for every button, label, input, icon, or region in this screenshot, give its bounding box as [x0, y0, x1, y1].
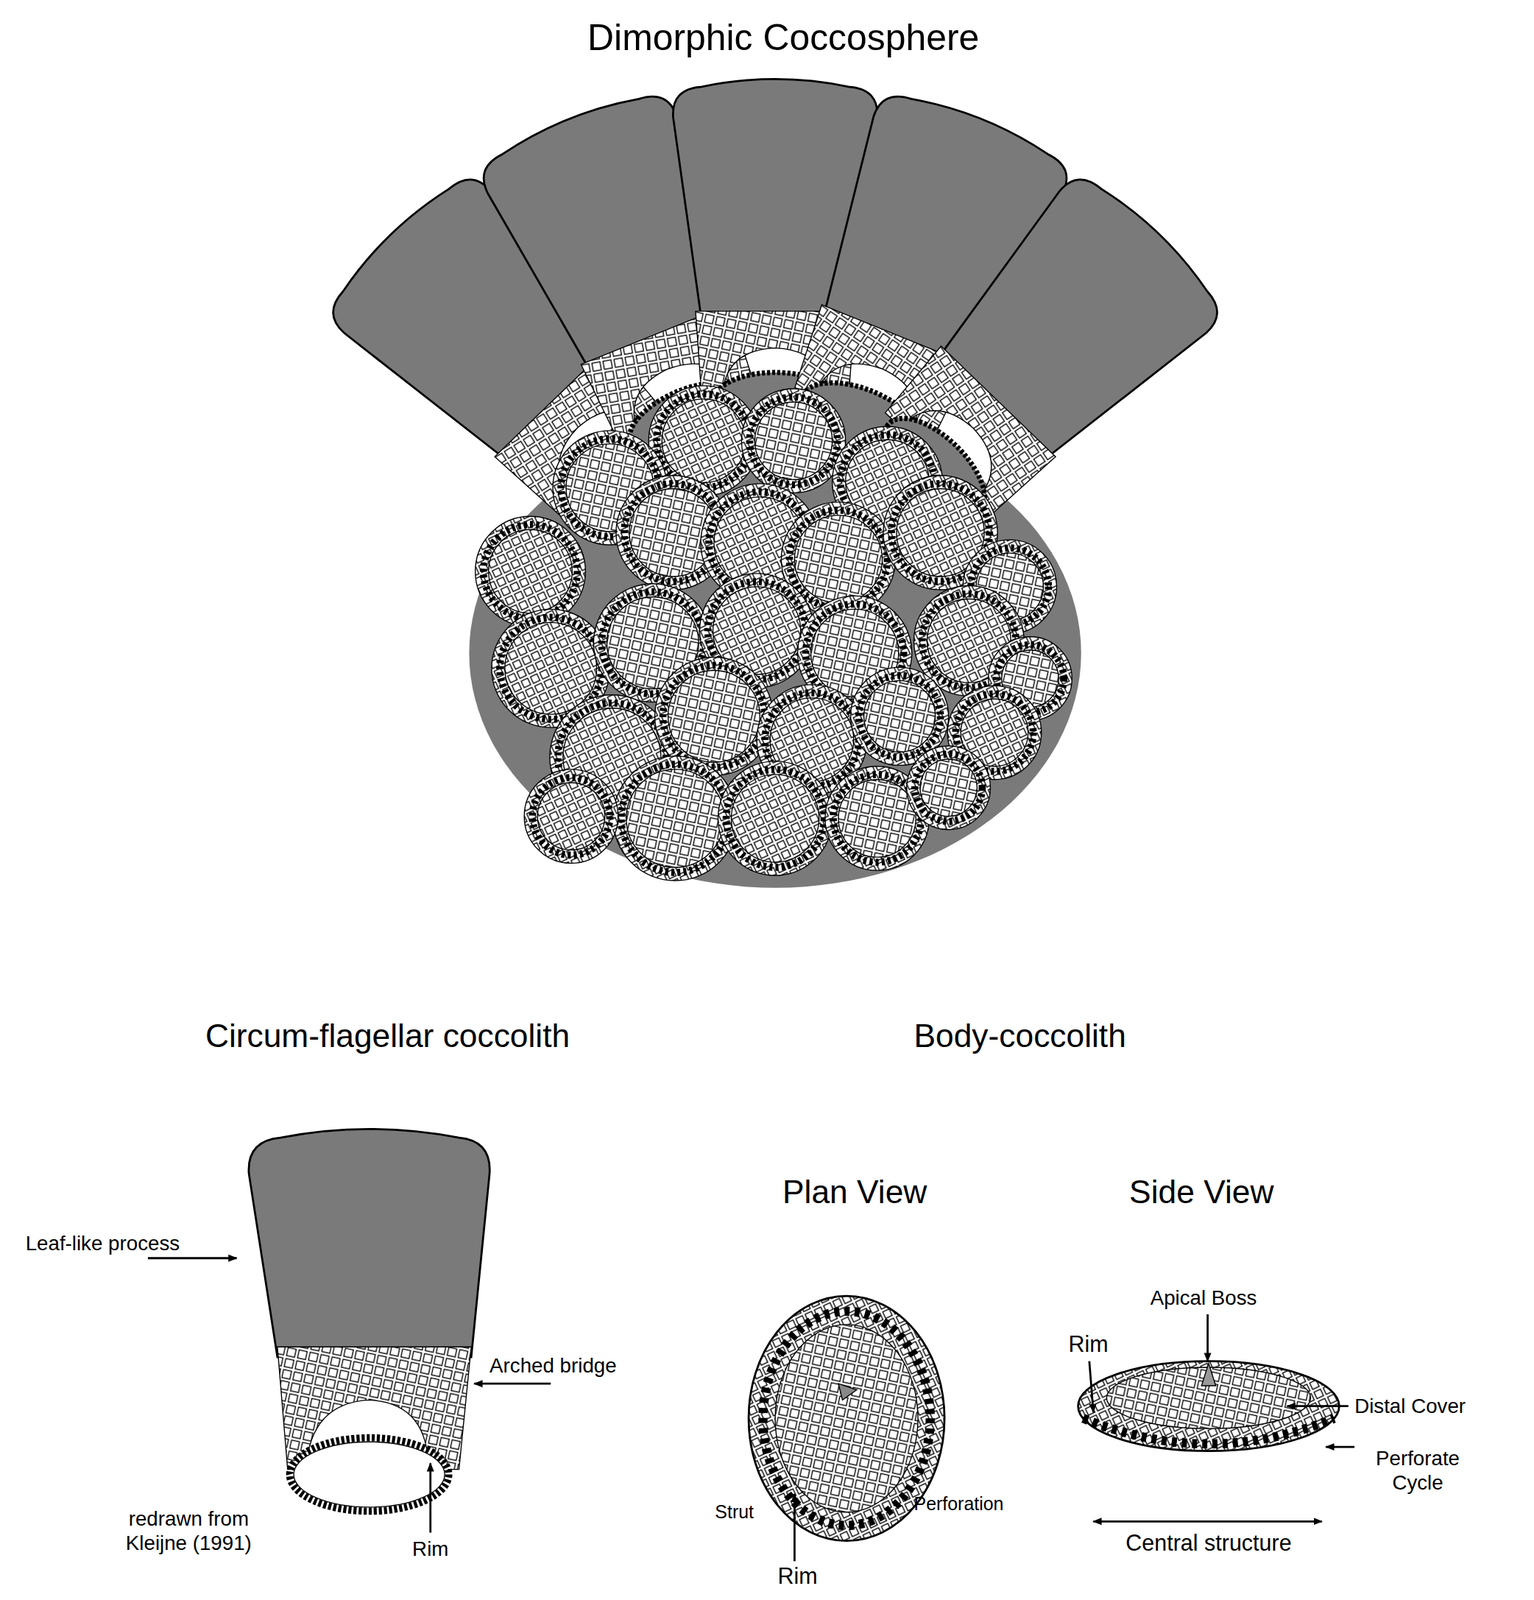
leader-lines	[147, 1257, 1355, 1562]
perforate-cycle	[656, 393, 751, 488]
part-label: Perforate Cycle	[1351, 1445, 1484, 1495]
part-label: Distal Cover	[1354, 1393, 1466, 1418]
perforate-cycle	[621, 764, 730, 873]
perforate-cycle	[914, 753, 982, 821]
perforate-cycle	[726, 769, 825, 868]
leaf-process	[248, 1128, 490, 1357]
distal-cover	[504, 621, 597, 715]
part-label: Leaf-like process	[25, 1229, 180, 1255]
perforate-cycle	[663, 665, 766, 768]
body-coccolith	[717, 761, 832, 876]
part-label: Perforation	[913, 1493, 1004, 1516]
part-label: Rim	[1068, 1330, 1108, 1359]
detail-figures	[248, 1128, 1339, 1540]
perforate-cycle	[789, 510, 887, 609]
distal-cover	[537, 782, 605, 850]
body-coccolith	[524, 769, 618, 863]
part-label: Rim	[412, 1536, 449, 1561]
section-title: Circum-flagellar coccolith	[205, 1015, 570, 1055]
distal-cover	[626, 769, 725, 868]
part-label: Apical Boss	[1150, 1285, 1258, 1310]
body-coccolith	[741, 388, 846, 493]
body-coccolith	[475, 515, 586, 627]
distal-cover	[488, 529, 573, 614]
rim	[290, 1437, 450, 1512]
source-note: redrawn from Kleijne (1991)	[106, 1505, 271, 1555]
distal-cover	[668, 669, 761, 762]
figure-title: Dimorphic Coccosphere	[587, 15, 979, 60]
view-title: Side View	[1129, 1171, 1274, 1211]
distal-cover	[754, 401, 832, 480]
distal-cover	[838, 779, 916, 857]
distal-cover	[920, 758, 978, 817]
perforate-cycle	[762, 1310, 930, 1526]
perforate-cycle	[749, 396, 837, 485]
part-label: Strut	[714, 1501, 754, 1524]
distal-cover	[731, 774, 820, 862]
perforate-cycle	[532, 777, 610, 855]
section-title: Body-coccolith	[913, 1015, 1126, 1055]
view-title: Plan View	[782, 1171, 927, 1211]
distal-cover	[794, 515, 882, 603]
part-label: Central structure	[1125, 1529, 1292, 1557]
body-coccoliths	[475, 385, 1073, 881]
distal-cover	[864, 680, 936, 752]
distal-cover	[661, 398, 746, 483]
body-coccolith	[906, 745, 991, 830]
part-label: Rim	[777, 1562, 818, 1590]
coccosphere	[317, 78, 1233, 887]
perforate-cycle	[859, 674, 941, 757]
perforate-cycle	[483, 524, 578, 618]
leaf-process	[917, 163, 1233, 480]
part-label: Arched bridge	[489, 1352, 617, 1378]
